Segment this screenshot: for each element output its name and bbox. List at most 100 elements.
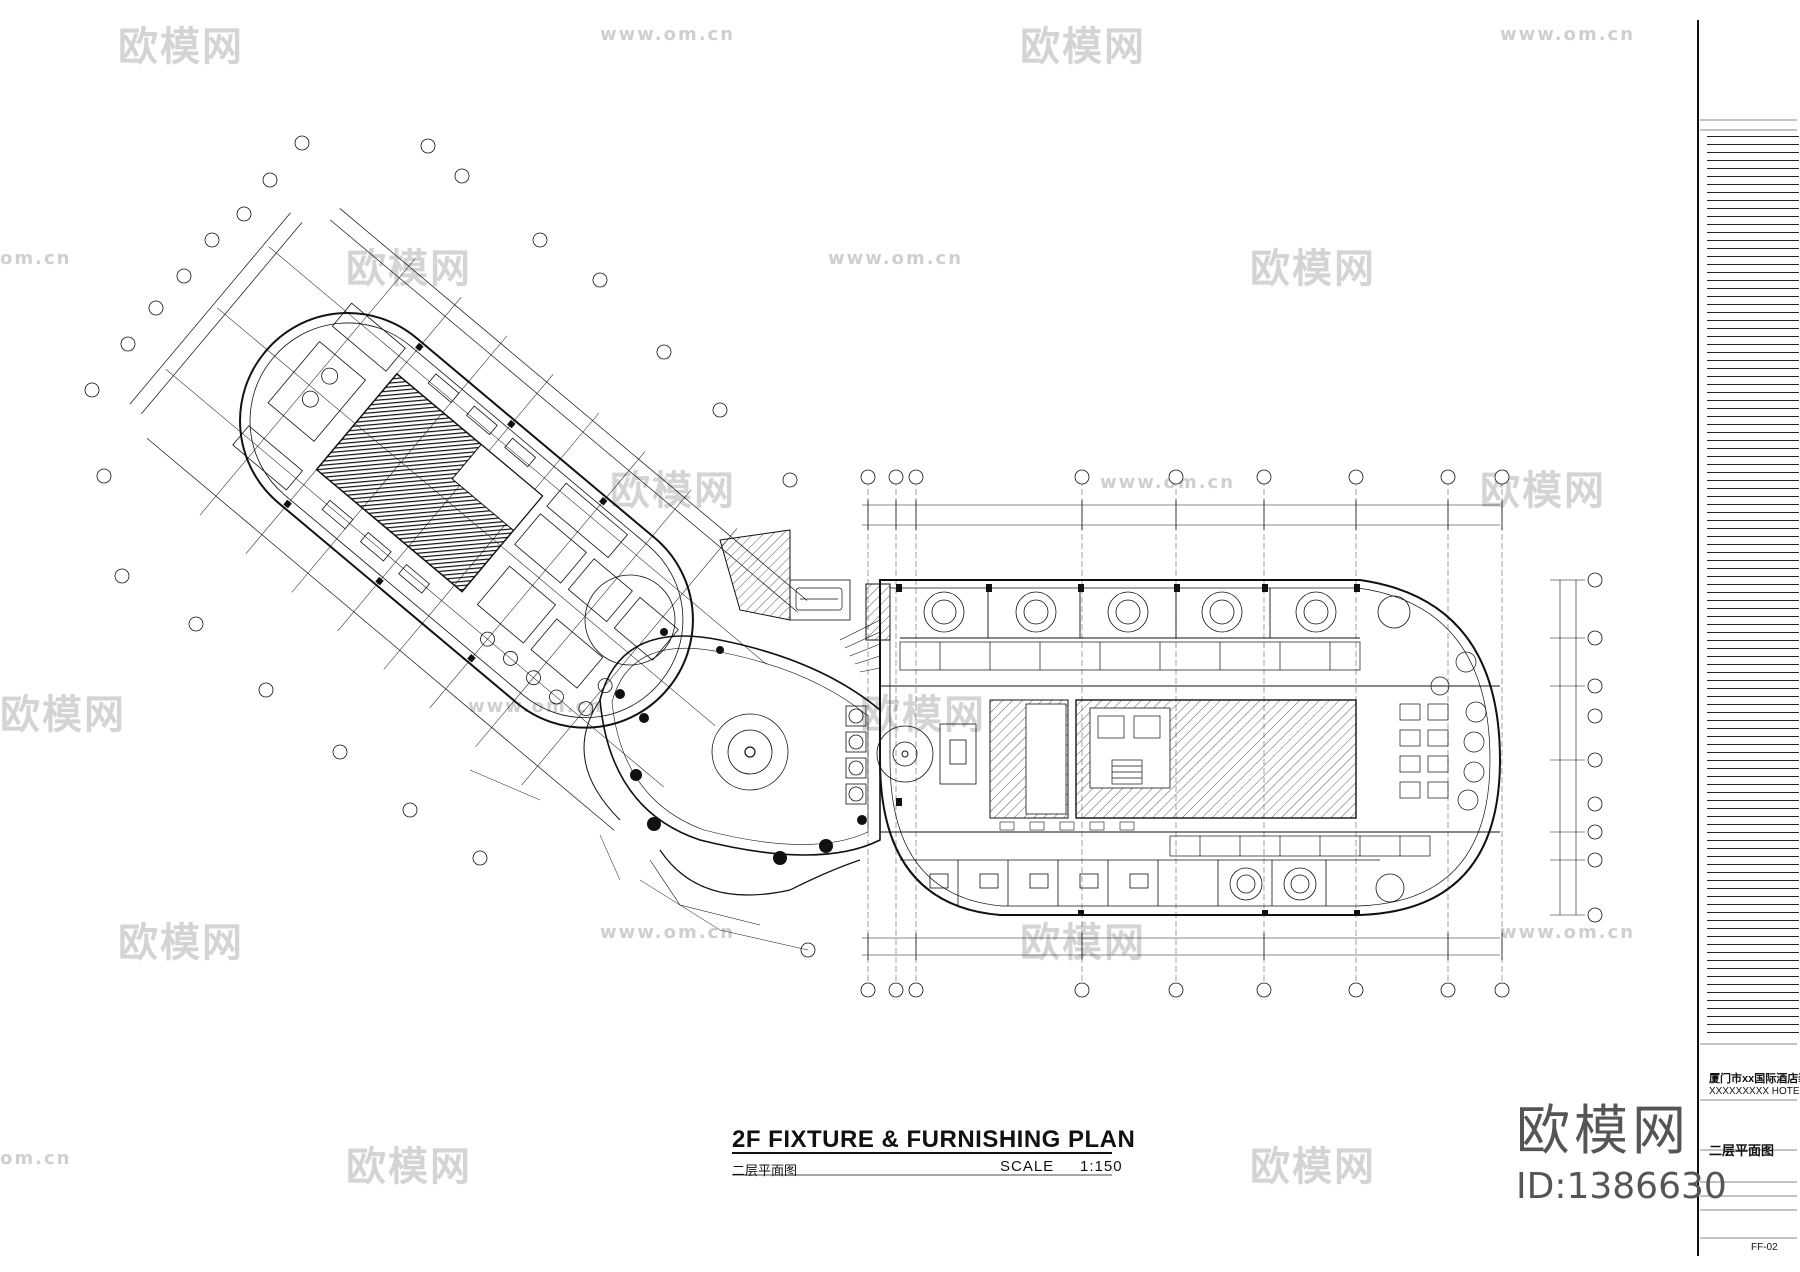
title-block-rule [1707, 360, 1799, 361]
title-block-rule [1707, 704, 1799, 705]
title-block-rule [1707, 1016, 1799, 1017]
title-block-rule [1707, 488, 1799, 489]
title-block-rule [1707, 560, 1799, 561]
title-block-rule [1707, 320, 1799, 321]
title-block-rule [1707, 904, 1799, 905]
watermark-logo: 欧模网 [1250, 1144, 1376, 1190]
title-block-rule [1707, 536, 1799, 537]
title-block-rule [1707, 552, 1799, 553]
title-block-rule [1707, 456, 1799, 457]
title-block-rule [1707, 800, 1799, 801]
title-block-rule [1707, 784, 1799, 785]
title-block-rule [1707, 512, 1799, 513]
restaurant-seating-right [1399, 651, 1487, 811]
title-block-rule [1707, 280, 1799, 281]
title-block-rule [1707, 712, 1799, 713]
title-block-rule [1707, 176, 1799, 177]
title-block-rule [1707, 960, 1799, 961]
title-block-rule [1707, 464, 1799, 465]
title-block-rule [1707, 848, 1799, 849]
title-block-rule [1707, 136, 1799, 137]
title-block-rule [1707, 672, 1799, 673]
title-block-rule [1707, 680, 1799, 681]
title-block-rule [1707, 240, 1799, 241]
title-block-rule [1707, 352, 1799, 353]
title-block-rule [1707, 768, 1799, 769]
title-block-rule [1707, 288, 1799, 289]
hotel-name-en: XXXXXXXXX HOTEL [1709, 1086, 1800, 1097]
title-block-rule [1707, 936, 1799, 937]
watermark-url: om.cn [0, 248, 72, 269]
title-block-rule [1707, 736, 1799, 737]
sheet-number: FF-02 [1751, 1242, 1778, 1253]
rotunda-outer-ring [711, 713, 789, 791]
title-block-rule [1707, 824, 1799, 825]
title-block-rule [1707, 920, 1799, 921]
title-block-rule [1707, 376, 1799, 377]
watermark-logo: 欧模网 [346, 246, 472, 292]
title-block-rule [1707, 520, 1799, 521]
watermark-url: www.om.cn [600, 24, 736, 45]
title-block-rule [1707, 200, 1799, 201]
title-block-rule [1707, 984, 1799, 985]
left-wing-outline [239, 311, 694, 729]
title-block-rule [1707, 864, 1799, 865]
watermark-logo: 欧模网 [346, 1144, 472, 1190]
scale-label: SCALE [1000, 1158, 1055, 1175]
left-wing-plan [129, 208, 808, 831]
title-block-rule [1707, 584, 1799, 585]
title-block-rule [1707, 328, 1799, 329]
drawing-title: 2F FIXTURE & FURNISHING PLAN [732, 1126, 1136, 1153]
title-block: 厦门市xx国际酒店装修 XXXXXXXXX HOTEL 二层平面图 FF-02 [1697, 20, 1800, 1256]
title-block-rule [1707, 944, 1799, 945]
title-block-rule [1707, 568, 1799, 569]
title-block-rule [1707, 232, 1799, 233]
watermark-url: om.cn [0, 1148, 72, 1169]
watermark-logo: 欧模网 [0, 692, 126, 738]
title-block-rule [1707, 448, 1799, 449]
watermark-url: www.om.cn [1500, 24, 1636, 45]
title-block-rule [1707, 832, 1799, 833]
title-block-rule [1707, 976, 1799, 977]
title-block-rule [1707, 888, 1799, 889]
title-block-rule [1707, 1000, 1799, 1001]
title-block-rule [1707, 608, 1799, 609]
title-block-rule [1707, 192, 1799, 193]
private-rooms-bottom [900, 859, 1405, 906]
title-block-rule [1707, 656, 1799, 657]
title-block-rule [1707, 504, 1799, 505]
watermark-logo: 欧模网 [1020, 24, 1146, 70]
grid-bubbles-left [84, 135, 816, 958]
hotel-name-cn: 厦门市xx国际酒店装修 [1709, 1073, 1800, 1085]
title-block-rule [1707, 408, 1799, 409]
title-block-rule [1707, 208, 1799, 209]
title-block-rule [1707, 720, 1799, 721]
connecting-bridge [719, 529, 891, 641]
title-block-rule [1707, 880, 1799, 881]
title-block-rule [1707, 664, 1799, 665]
title-block-rule [1707, 776, 1799, 777]
title-block-rule [1707, 792, 1799, 793]
top-dimension-lines [862, 504, 1500, 956]
title-block-rule [1707, 392, 1799, 393]
title-block-rule [1707, 440, 1799, 441]
title-block-rule [1707, 416, 1799, 417]
title-block-rule [1707, 968, 1799, 969]
drawing-name-cn: 二层平面图 [1709, 1143, 1775, 1158]
watermark-url: www.om.cn [1500, 922, 1636, 943]
title-block-rule [1707, 912, 1799, 913]
title-block-rule [1707, 264, 1799, 265]
title-block-rule [1707, 296, 1799, 297]
round-tables-top [923, 591, 1411, 633]
title-block-rule [1707, 344, 1799, 345]
watermark-logo: 欧模网 [118, 24, 244, 70]
title-block-rule [1707, 632, 1799, 633]
banquet-rooms-top [900, 588, 1360, 639]
watermark-logo: 欧模网 [1250, 246, 1376, 292]
title-block-rule [1707, 688, 1799, 689]
title-block-rule [1707, 528, 1799, 529]
title-block-rule [1707, 216, 1799, 217]
hatched-floor-area [315, 372, 544, 593]
title-block-rule [1707, 600, 1799, 601]
